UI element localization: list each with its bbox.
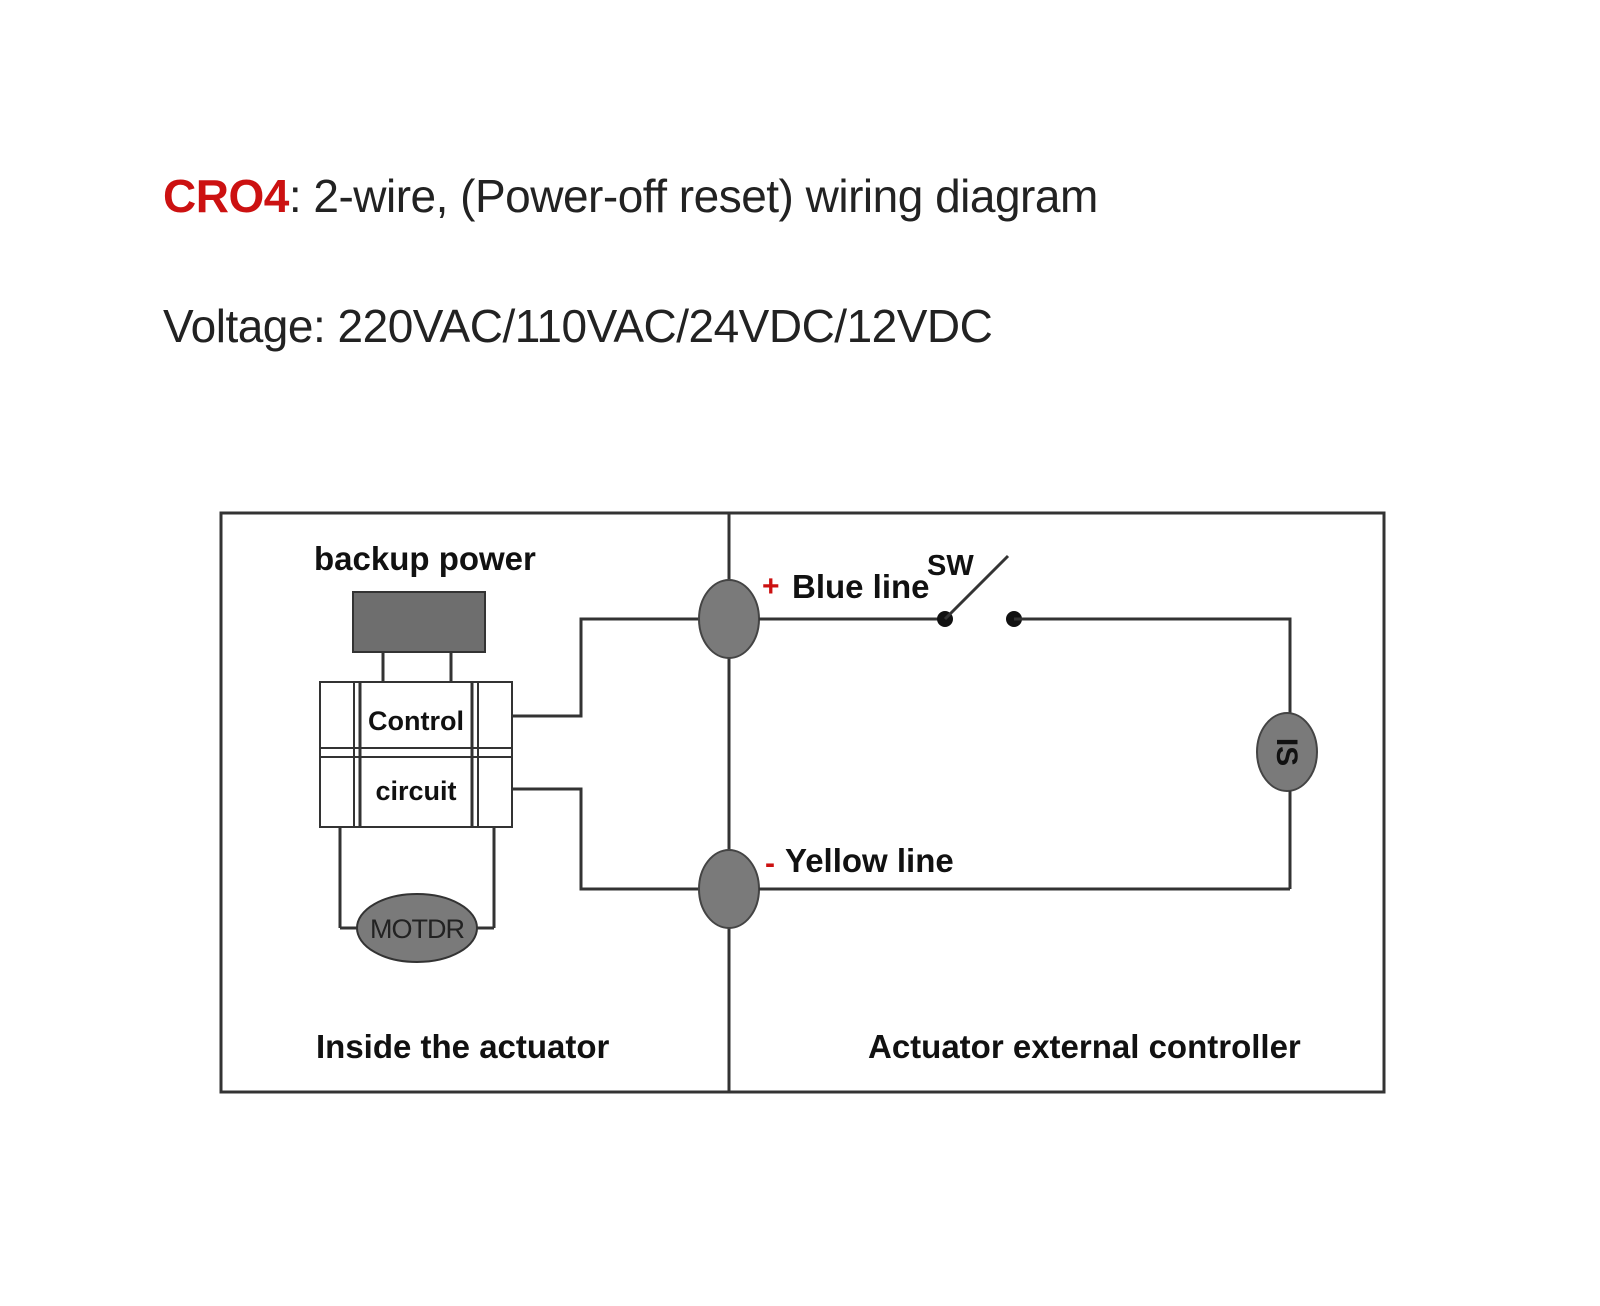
title-text: : 2-wire, (Power-off reset) wiring diagr… (288, 170, 1098, 222)
load-label: IS (1270, 738, 1303, 766)
diagram-frame (219, 511, 1386, 1094)
external-controller-label: Actuator external controller (868, 1028, 1301, 1065)
inside-actuator-label: Inside the actuator (316, 1028, 610, 1065)
backup-power-label: backup power (314, 540, 536, 577)
blue-terminal-icon (698, 579, 760, 659)
circuit-label: circuit (375, 776, 456, 806)
motor-icon (356, 893, 478, 963)
control-circuit-module (319, 681, 513, 828)
yellow-polarity-sign: - (765, 847, 775, 880)
voltage-spec: Voltage: 220VAC/110VAC/24VDC/12VDC (163, 300, 993, 352)
yellow-internal-wire (512, 787, 729, 891)
blue-return-wire (1014, 617, 1292, 714)
motor-label: MOTDR (370, 914, 464, 944)
control-label: Control (368, 706, 464, 736)
yellow-line-label: Yellow line (785, 842, 954, 879)
load-icon (1256, 712, 1318, 792)
blue-line-label: Blue line (792, 568, 930, 605)
switch-label: SW (927, 550, 974, 582)
yellow-terminal-icon (698, 849, 760, 929)
blue-internal-wire (512, 617, 729, 718)
diagram-title: CRO4: 2-wire, (Power-off reset) wiring d… (163, 168, 1098, 224)
backup-power-block (352, 591, 486, 653)
model-code: CRO4 (163, 170, 289, 222)
blue-polarity-sign: + (762, 570, 780, 603)
switch-lever (943, 554, 1010, 621)
